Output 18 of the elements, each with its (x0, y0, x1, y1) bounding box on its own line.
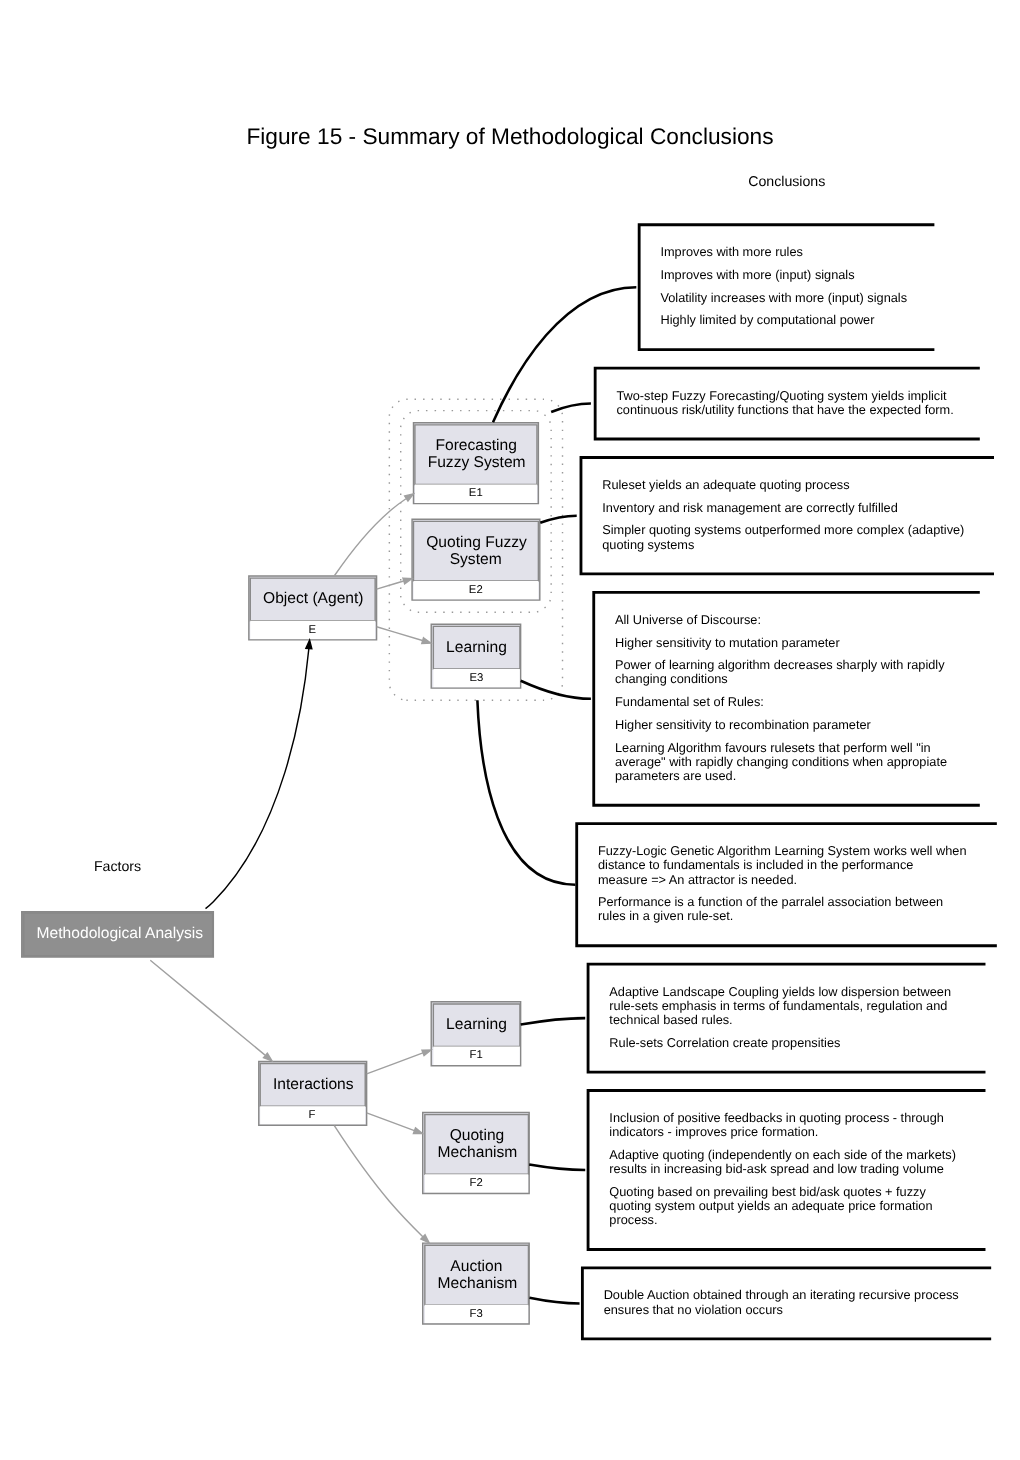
arrow (365, 1112, 425, 1135)
connector (529, 1163, 586, 1172)
arrow (375, 626, 433, 645)
arrow (204, 637, 313, 910)
diagram-title: Figure 15 - Summary of Methodological Conclusions (246, 125, 774, 150)
arrow (365, 1049, 433, 1075)
connector (520, 1016, 586, 1026)
connector (550, 402, 591, 414)
connector (476, 700, 576, 886)
arrow (333, 492, 416, 577)
connector (529, 1296, 580, 1305)
connector (491, 285, 637, 423)
connector (539, 514, 577, 524)
arrow (375, 577, 414, 590)
cluster (388, 398, 564, 701)
arrow (333, 1125, 431, 1245)
arrow (149, 959, 274, 1063)
connector (520, 679, 591, 701)
